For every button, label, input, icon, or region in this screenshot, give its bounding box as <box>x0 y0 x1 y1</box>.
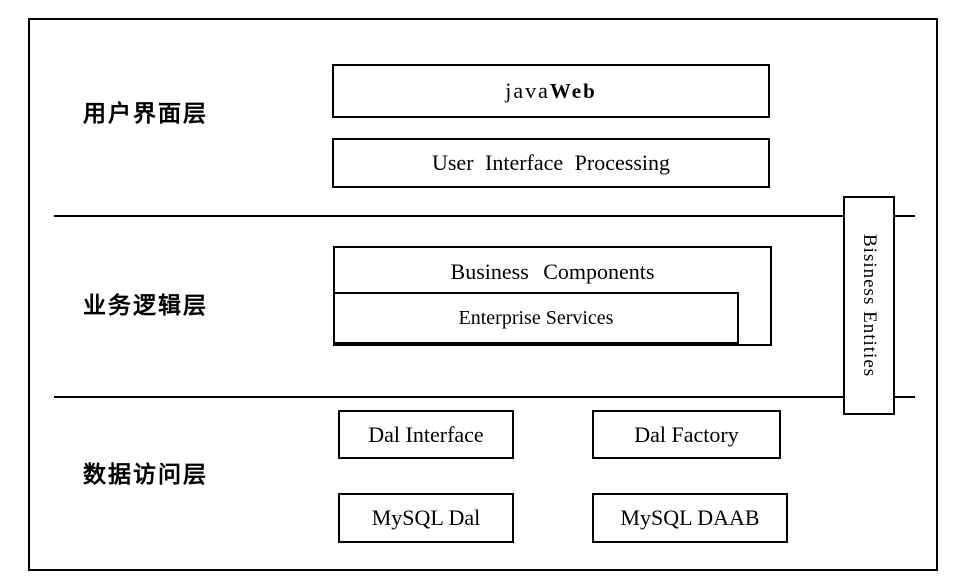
business-entities-label: Bisiness Entities <box>859 233 880 378</box>
javaweb-label: javaWeb <box>505 78 597 104</box>
box-mysql-daab: MySQL DAAB <box>592 493 788 543</box>
dal-factory-label: Dal Factory <box>634 421 739 447</box>
box-dal-interface: Dal Interface <box>338 410 514 459</box>
box-dal-factory: Dal Factory <box>592 410 781 459</box>
box-mysql-dal: MySQL Dal <box>338 493 514 543</box>
javaweb-label-prefix: java <box>505 78 550 103</box>
box-business-entities: Bisiness Entities <box>843 196 895 415</box>
mysql-daab-label: MySQL DAAB <box>620 505 760 530</box>
box-javaweb: javaWeb <box>332 64 770 118</box>
javaweb-label-suffix: Web <box>549 79 597 103</box>
layer-divider-line-1 <box>54 215 915 217</box>
box-enterprise-services: Enterprise Services <box>333 292 739 344</box>
box-user-interface-processing: User Interface Processing <box>332 138 770 188</box>
layer-label-business-logic: 业务逻辑层 <box>83 293 208 318</box>
dal-interface-label: Dal Interface <box>368 421 484 447</box>
layer-divider-line-2 <box>54 396 915 398</box>
layer-label-user-interface: 用户界面层 <box>83 101 208 126</box>
enterprise-services-label: Enterprise Services <box>458 306 614 329</box>
layer-label-data-access: 数据访问层 <box>83 462 208 487</box>
user-interface-processing-label: User Interface Processing <box>431 150 670 175</box>
mysql-dal-label: MySQL Dal <box>371 505 481 530</box>
business-components-label: Business Components <box>450 259 655 284</box>
